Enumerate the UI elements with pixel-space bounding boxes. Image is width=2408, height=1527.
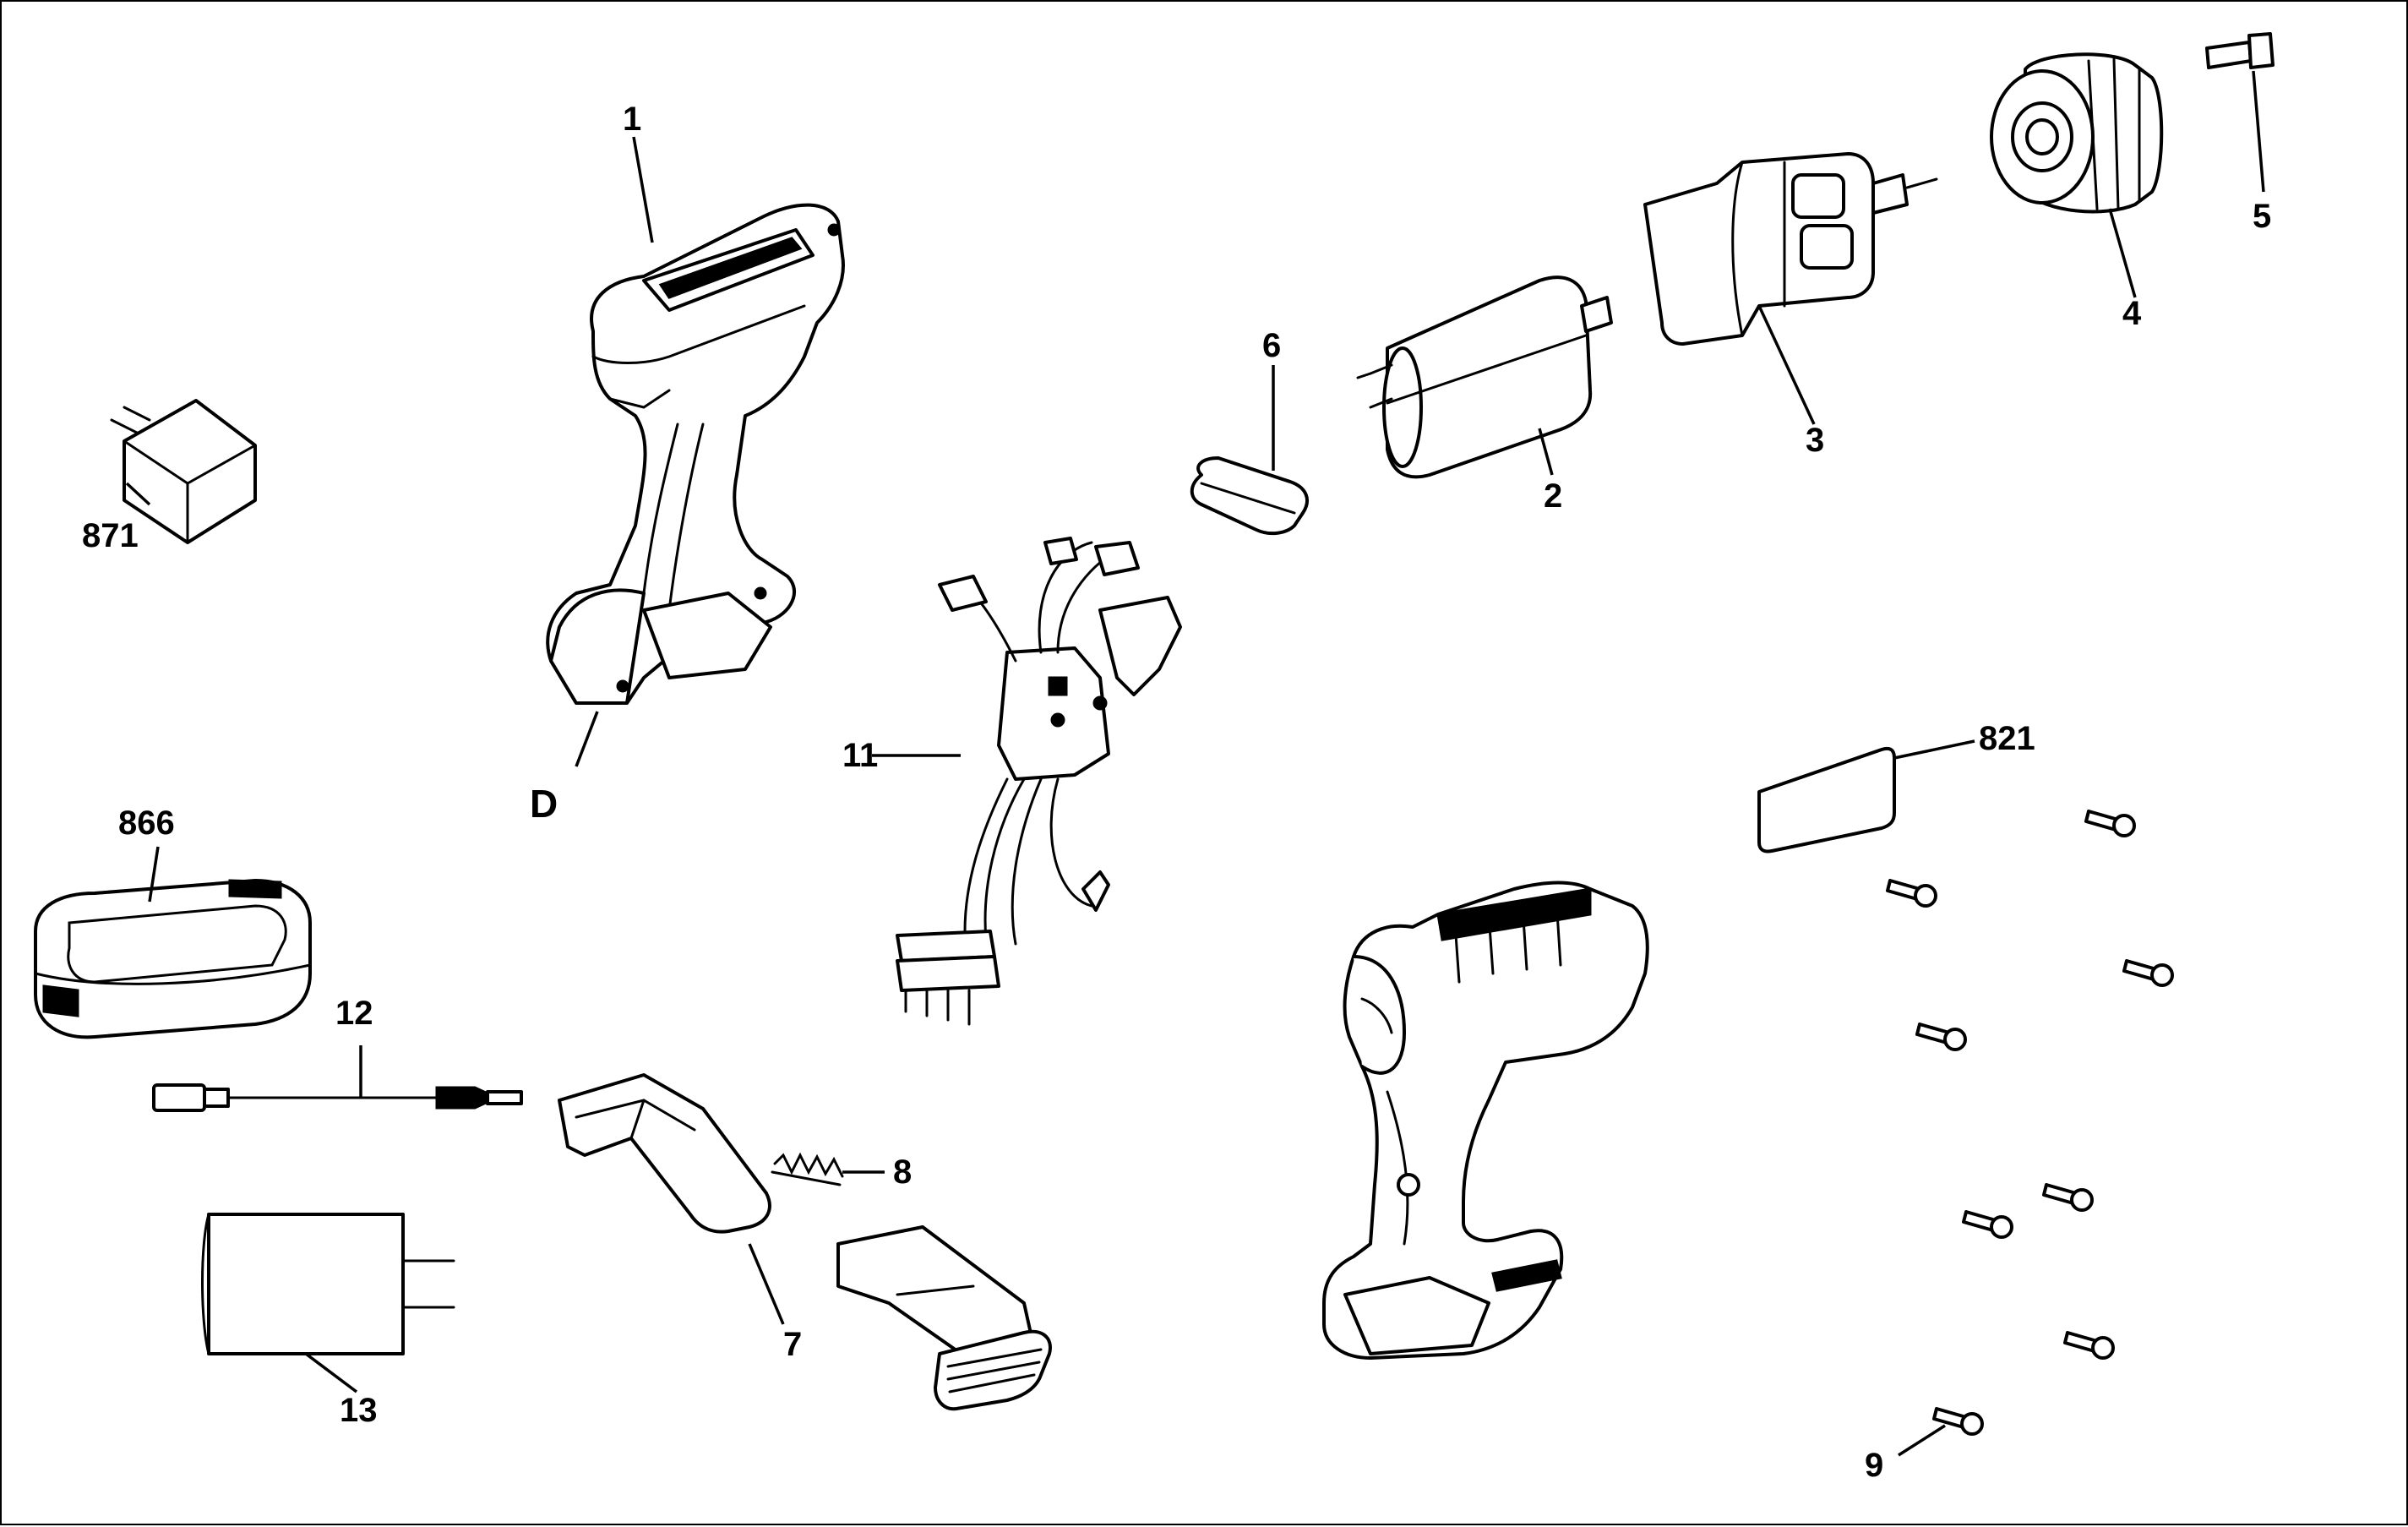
assembled-drill-housing [1322,881,1649,1360]
callout-11: 11 [842,737,878,774]
callout-866: 866 [118,804,175,842]
part-5-chuck-screw [2205,32,2275,69]
callout-5: 5 [2253,198,2271,235]
callout-12: 12 [335,995,373,1032]
screw-2 [1886,879,1937,908]
part-11-switch-wiring [896,537,1182,1026]
callout-871: 871 [82,517,139,554]
callout-821: 821 [1979,720,2035,757]
screw-set [1886,810,2174,1436]
leader-lines [125,70,2265,1457]
part-4-chuck [1990,52,2164,214]
part-866-battery-pack [34,879,312,1039]
callout-8: 8 [893,1153,912,1191]
screw-4 [1915,1023,1967,1051]
part-6-block [1190,456,1309,536]
callout-4: 4 [2122,295,2142,332]
screw-5 [2042,1183,2094,1212]
callout-7: 7 [783,1326,802,1363]
part-1-housing-half [546,203,845,705]
callout-6: 6 [1262,327,1281,364]
callout-9: 9 [1865,1447,1883,1484]
callout-1: 1 [623,101,641,138]
part-13-wall-charger [201,1213,455,1355]
callout-2: 2 [1544,477,1562,515]
part-821-label [1757,746,1896,853]
part-3-gearbox [1643,152,1938,346]
screw-6 [1962,1210,2013,1239]
screw-1 [2084,810,2136,837]
screw-7 [2063,1331,2115,1360]
part-871-charger [110,399,257,544]
screw-8 [1932,1407,1984,1436]
callout-3: 3 [1806,422,1824,459]
callout-13: 13 [340,1392,378,1429]
callout-labels: 1 D 2 3 4 5 6 821 871 866 12 8 7 11 13 9 [82,101,2271,1484]
part-8-spring [771,1152,844,1186]
battery-door [836,1225,1052,1411]
part-2-motor [1356,275,1613,479]
callout-D: D [530,782,558,826]
screw-3 [2122,959,2174,987]
part-12-usb-cable [152,1083,523,1112]
part-7-holder [558,1073,771,1234]
